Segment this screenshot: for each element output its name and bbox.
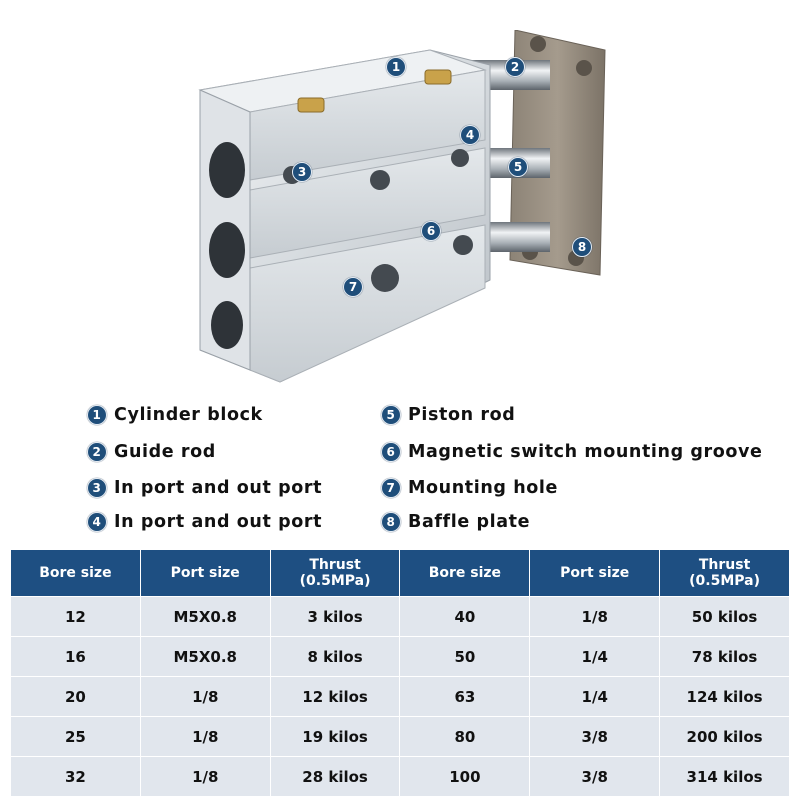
callout-1: 1 <box>386 57 406 77</box>
header-label: Thrust <box>698 557 751 573</box>
table-cell: 3/8 <box>529 756 661 797</box>
table-cell: 50 kilos <box>659 596 790 637</box>
legend-item-port-a: 3 In port and out port <box>87 478 322 498</box>
cylinder-illustration <box>198 29 606 383</box>
callout-7: 7 <box>343 277 363 297</box>
legend-label: Mounting hole <box>408 478 558 498</box>
parts-legend: 1 Cylinder block 2 Guide rod 3 In port a… <box>0 400 800 540</box>
table-cell: 12 kilos <box>269 676 401 717</box>
callout-6: 6 <box>421 221 441 241</box>
legend-item-guide-rod: 2 Guide rod <box>87 442 216 462</box>
table-cell: 3/8 <box>529 716 661 757</box>
legend-number: 5 <box>381 405 401 425</box>
header-sublabel: (0.5MPa) <box>299 573 371 589</box>
callout-2: 2 <box>505 57 525 77</box>
table-cell: 1/8 <box>139 716 271 757</box>
legend-item-piston-rod: 5 Piston rod <box>381 405 515 425</box>
table-row: 20 1/8 12 kilos 63 1/4 124 kilos <box>10 676 790 717</box>
table-cell: 1/4 <box>529 676 661 717</box>
legend-number: 2 <box>87 442 107 462</box>
table-row: 25 1/8 19 kilos 80 3/8 200 kilos <box>10 716 790 757</box>
header-sublabel: (0.5MPa) <box>689 573 760 589</box>
legend-label: In port and out port <box>114 478 323 498</box>
table-row: 32 1/8 28 kilos 100 3/8 314 kilos <box>10 756 790 797</box>
callout-8: 8 <box>572 237 592 257</box>
table-cell: 25 <box>10 716 141 757</box>
header-thrust: Thrust(0.5MPa) <box>659 549 790 597</box>
table-row: 16 M5X0.8 8 kilos 50 1/4 78 kilos <box>10 636 790 677</box>
specification-table: Bore size Port size Thrust(0.5MPa) Bore … <box>10 549 790 797</box>
table-header-row: Bore size Port size Thrust(0.5MPa) Bore … <box>10 549 790 597</box>
header-port-size: Port size <box>529 549 661 597</box>
table-cell: 3 kilos <box>269 596 401 637</box>
table-cell: 63 <box>399 676 531 717</box>
legend-label: Piston rod <box>408 405 516 425</box>
table-cell: 78 kilos <box>659 636 790 677</box>
table-cell: 32 <box>10 756 141 797</box>
legend-item-mounting-hole: 7 Mounting hole <box>381 478 558 498</box>
header-label: Port size <box>170 565 240 581</box>
legend-number: 4 <box>87 512 107 532</box>
table-row: 12 M5X0.8 3 kilos 40 1/8 50 kilos <box>10 596 790 637</box>
table-cell: 200 kilos <box>659 716 790 757</box>
table-cell: 20 <box>10 676 141 717</box>
legend-number: 8 <box>381 512 401 532</box>
legend-number: 1 <box>87 405 107 425</box>
table-cell: 1/8 <box>529 596 661 637</box>
header-label: Thrust <box>309 557 361 573</box>
table-cell: M5X0.8 <box>139 596 271 637</box>
table-cell: M5X0.8 <box>139 636 271 677</box>
legend-item-baffle-plate: 8 Baffle plate <box>381 512 530 532</box>
table-cell: 80 <box>399 716 531 757</box>
table-cell: 1/8 <box>139 676 271 717</box>
header-label: Port size <box>560 565 630 581</box>
table-cell: 8 kilos <box>269 636 401 677</box>
table-cell: 12 <box>10 596 141 637</box>
cylinder-product-image <box>180 29 620 395</box>
table-cell: 50 <box>399 636 531 677</box>
callout-5: 5 <box>508 157 528 177</box>
table-cell: 40 <box>399 596 531 637</box>
header-label: Bore size <box>39 565 112 581</box>
table-cell: 16 <box>10 636 141 677</box>
header-port-size: Port size <box>139 549 271 597</box>
table-cell: 100 <box>399 756 531 797</box>
legend-item-switch-groove: 6 Magnetic switch mounting groove <box>381 442 762 462</box>
legend-label: Magnetic switch mounting groove <box>408 442 763 462</box>
legend-item-cylinder-block: 1 Cylinder block <box>87 405 263 425</box>
legend-label: Baffle plate <box>408 512 531 532</box>
table-cell: 1/8 <box>139 756 271 797</box>
legend-item-port-b: 4 In port and out port <box>87 512 322 532</box>
table-cell: 314 kilos <box>659 756 790 797</box>
callout-4: 4 <box>460 125 480 145</box>
header-bore-size: Bore size <box>10 549 141 597</box>
legend-label: Cylinder block <box>114 405 263 425</box>
legend-label: Guide rod <box>114 442 216 462</box>
legend-number: 3 <box>87 478 107 498</box>
table-cell: 124 kilos <box>659 676 790 717</box>
legend-label: In port and out port <box>114 512 323 532</box>
table-cell: 1/4 <box>529 636 661 677</box>
table-cell: 28 kilos <box>269 756 401 797</box>
legend-number: 6 <box>381 442 401 462</box>
header-label: Bore size <box>428 565 502 581</box>
table-cell: 19 kilos <box>269 716 401 757</box>
legend-number: 7 <box>381 478 401 498</box>
header-thrust: Thrust(0.5MPa) <box>269 549 401 597</box>
header-bore-size: Bore size <box>399 549 531 597</box>
callout-3: 3 <box>292 162 312 182</box>
